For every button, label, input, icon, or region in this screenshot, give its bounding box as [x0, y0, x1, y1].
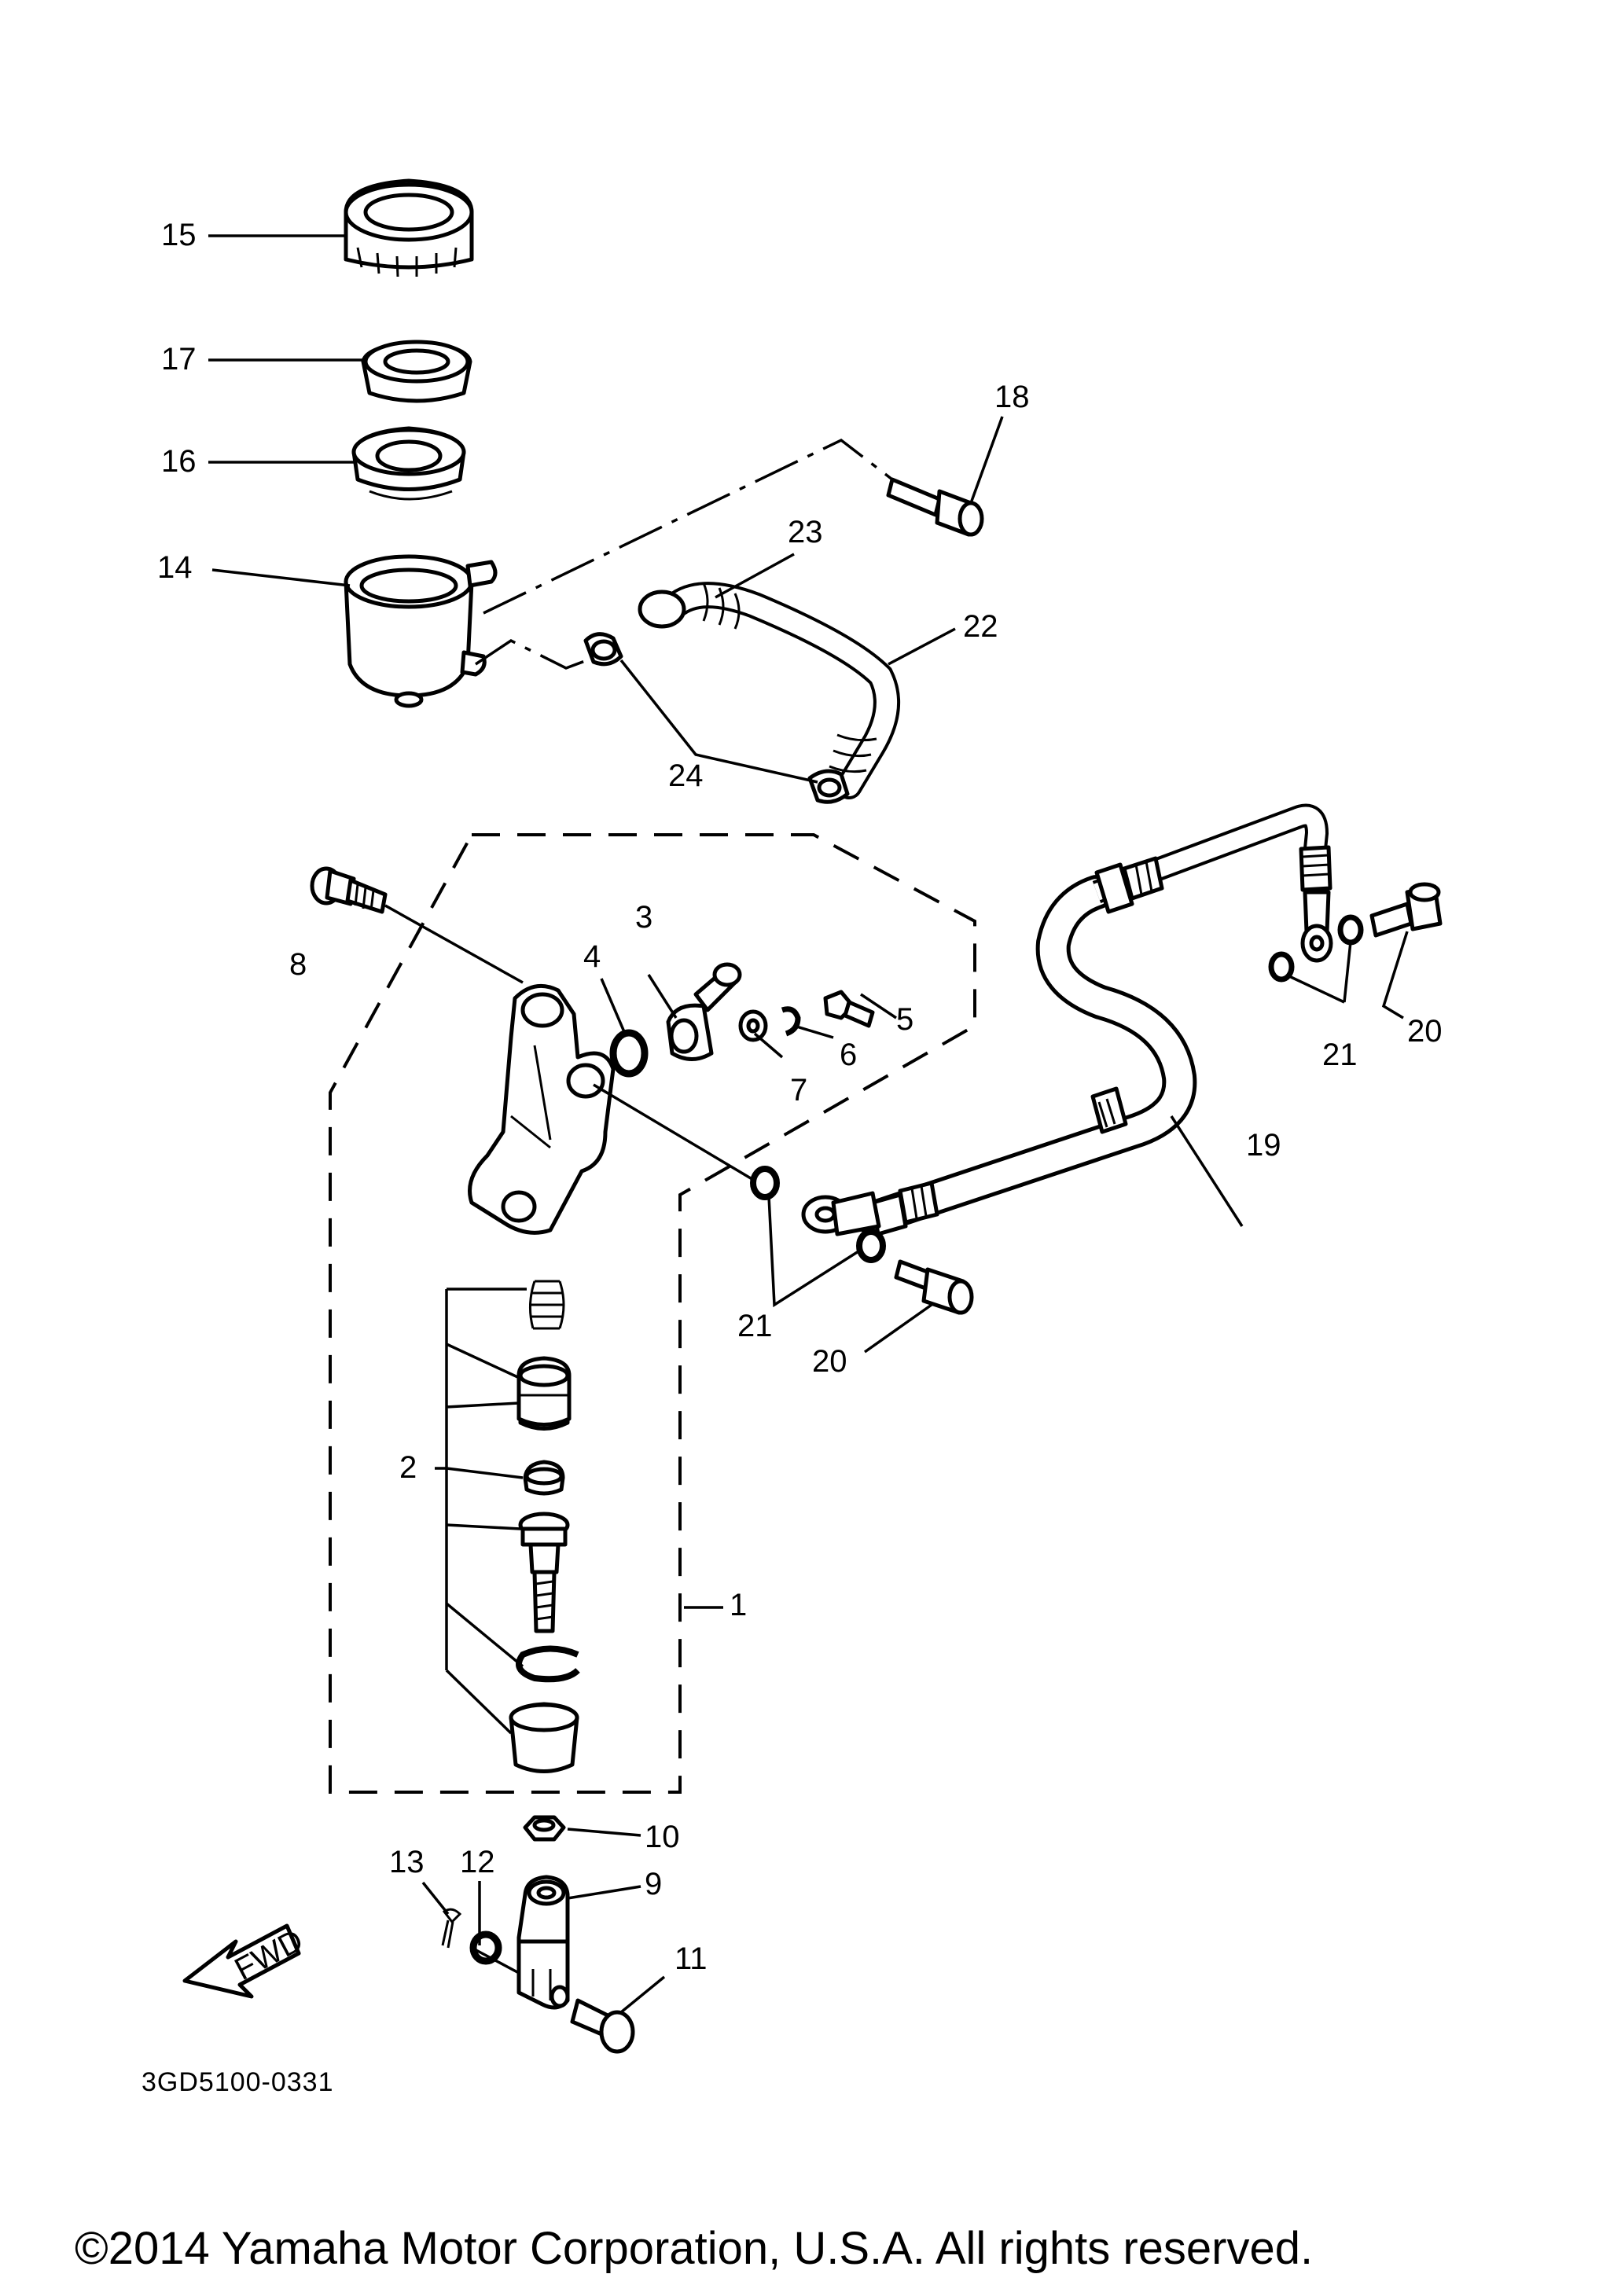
- callout-18: 18: [994, 380, 1030, 414]
- hose-washer-upper-b: [1268, 951, 1295, 983]
- clip-leader: [619, 659, 818, 784]
- joint-screw: [823, 990, 875, 1028]
- circlip: [516, 1645, 580, 1683]
- callout-9: 9: [645, 1867, 662, 1901]
- callout-7: 7: [790, 1073, 807, 1108]
- callout-1: 1: [730, 1588, 747, 1622]
- callout-17: 17: [161, 342, 197, 377]
- callout-4: 4: [583, 939, 601, 974]
- reservoir-diaphragm-plate: [361, 340, 472, 403]
- spring: [529, 1280, 565, 1330]
- callout-16: 16: [161, 444, 197, 479]
- forward-direction-arrow: FWD: [182, 1923, 309, 1999]
- callout-2: 2: [399, 1450, 417, 1485]
- callout-21-upper: 21: [1322, 1038, 1358, 1072]
- reservoir-cap: [344, 178, 474, 277]
- union-bolt-upper: [1369, 882, 1443, 938]
- callout-leaders: [208, 234, 1409, 2014]
- callout-12: 12: [460, 1845, 495, 1879]
- hose-joint: [666, 962, 742, 1061]
- hose-washer-lower-a: [750, 1166, 780, 1200]
- master-cylinder-body: [468, 983, 616, 1235]
- cylinder-piston: [516, 1356, 572, 1427]
- bolt-chain-line: [483, 438, 894, 615]
- callout-20-lower: 20: [812, 1344, 847, 1379]
- clevis-pin: [570, 1998, 635, 2054]
- callout-19: 19: [1246, 1128, 1281, 1163]
- callout-5: 5: [896, 1002, 913, 1037]
- fwd-label: FWD: [230, 1923, 309, 1987]
- reservoir-tank: [344, 554, 498, 708]
- adjuster-nut: [523, 1815, 566, 1842]
- o-ring: [609, 1029, 649, 1078]
- mounting-bolt: [310, 866, 388, 914]
- callout-11: 11: [675, 1941, 708, 1976]
- callout-10: 10: [645, 1820, 680, 1854]
- hose-chain-line: [475, 638, 598, 670]
- callout-3: 3: [635, 900, 652, 935]
- reservoir-hose: [638, 582, 900, 799]
- master-cylinder-assembly-outline: [329, 833, 976, 1794]
- hose-washer-lower-b: [856, 1229, 886, 1263]
- reservoir-diaphragm: [351, 426, 466, 501]
- callout-20-upper: 20: [1407, 1014, 1443, 1049]
- dust-boot: [509, 1702, 579, 1773]
- hose-clip-lower: [807, 769, 850, 804]
- hose-clip-upper: [583, 632, 623, 667]
- callout-labels: 15 17 16 14 18 23 22 24 3 4 5 6 7 8 20 2…: [157, 218, 1443, 1976]
- callout-23: 23: [788, 515, 823, 549]
- bolt8-leader: [384, 904, 524, 984]
- brake-rod-clevis: [516, 1875, 570, 2010]
- callout-15: 15: [161, 218, 197, 252]
- internals-leader-bracket: [445, 1288, 527, 1735]
- callout-24: 24: [668, 759, 704, 793]
- piston-cup: [523, 1460, 565, 1496]
- callout-6: 6: [840, 1038, 857, 1072]
- hose-washer-upper-a: [1337, 914, 1364, 946]
- callout-13: 13: [389, 1845, 425, 1879]
- lock-washer: [781, 1006, 801, 1037]
- union-bolt-lower: [894, 1259, 974, 1315]
- diagram-part-code: 3GD5100-0331: [142, 2067, 334, 2097]
- push-rod: [518, 1512, 570, 1633]
- cotter-pin: [441, 1908, 462, 1949]
- body-leader: [593, 1083, 759, 1185]
- brake-hose: [801, 803, 1333, 1236]
- callout-21-lower: 21: [737, 1309, 773, 1343]
- clevis-washer: [469, 1930, 502, 1965]
- callout-8: 8: [289, 947, 307, 982]
- reservoir-bolt: [886, 477, 984, 537]
- callout-22: 22: [963, 609, 998, 644]
- callout-14: 14: [157, 550, 193, 585]
- copyright-notice: ©2014 Yamaha Motor Corporation, U.S.A. A…: [75, 2223, 1313, 2274]
